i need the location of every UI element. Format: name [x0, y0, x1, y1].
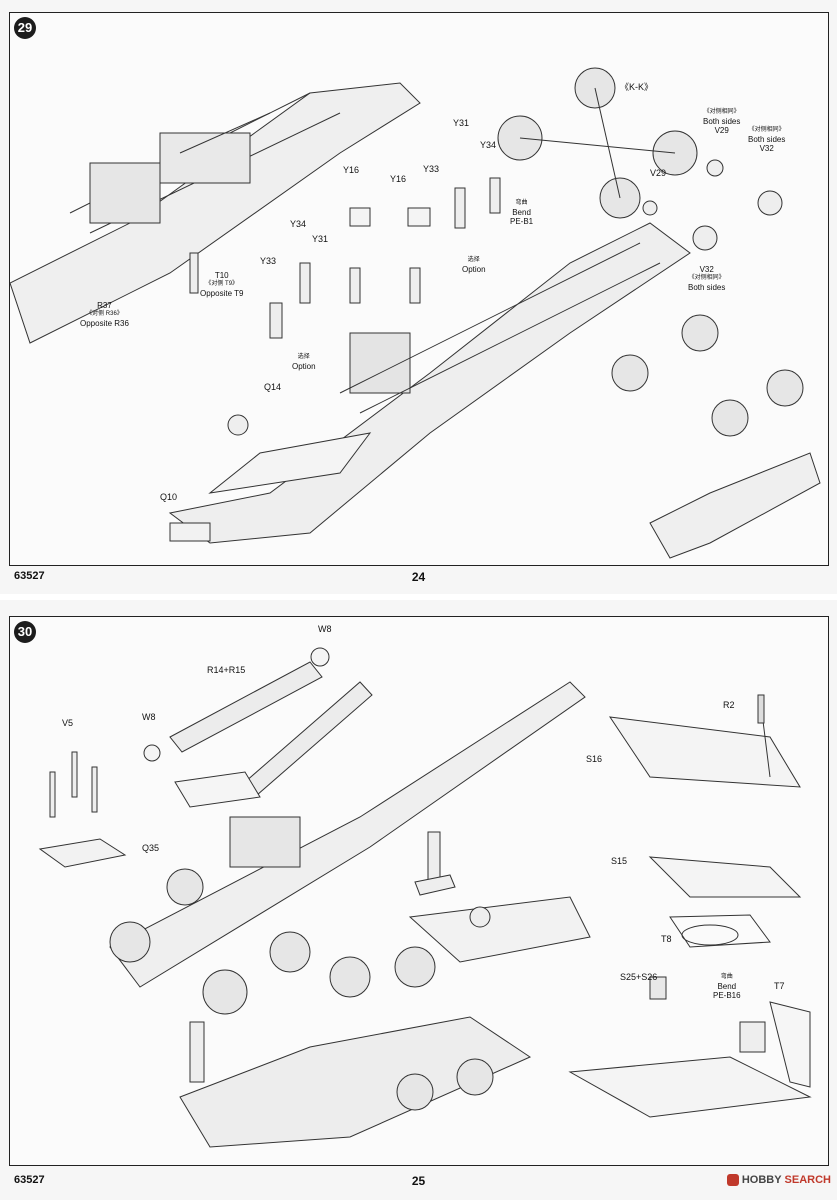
label-both-sides-v32: 《对侧相同》 Both sides V32: [748, 126, 785, 153]
label-v5: V5: [62, 718, 74, 728]
hobby-search-logo-icon: [726, 1174, 739, 1186]
label-bend: Bend: [512, 208, 531, 217]
label-v32-lower-group: V32 《对侧相同》 Both sides: [688, 265, 725, 292]
step-frame: 30: [9, 616, 829, 1166]
label-bend: Bend: [717, 982, 737, 991]
label-t8: T8: [661, 934, 672, 944]
label-option-left-cn: 选择: [297, 354, 310, 360]
label-y31: Y31: [453, 118, 470, 128]
label-y33-top: Y33: [423, 164, 440, 174]
label-s16: S16: [586, 754, 603, 764]
label-t10-opposite: Opposite T9: [200, 289, 244, 298]
label-y34: Y34: [480, 140, 497, 150]
label-bend-pe-b16-group: 弯曲 Bend PE-B16: [713, 973, 741, 1000]
label-v32-lower: V32: [699, 265, 714, 274]
hobby-search-watermark: HOBBY SEARCH: [726, 1174, 831, 1186]
label-r14-r15: R14+R15: [207, 665, 246, 675]
label-both-sides-v32-text: Both sides: [748, 135, 786, 144]
label-y31-lower: Y31: [312, 234, 329, 244]
label-bend-pe-b1-group: 弯曲 Bend PE-B1: [510, 199, 533, 226]
instruction-page-25: 30: [0, 600, 837, 1200]
label-t7: T7: [774, 981, 785, 991]
watermark-brand-dark: HOBBY: [741, 1174, 782, 1186]
label-r37-opposite: Opposite R36: [80, 319, 129, 328]
label-y34-lower: Y34: [290, 219, 307, 229]
label-bend-cn: 弯曲: [720, 974, 733, 980]
label-v32-top: V32: [759, 144, 774, 153]
label-bend-cn: 弯曲: [515, 200, 528, 206]
label-both-sides-lower: Both sides: [688, 283, 726, 292]
label-y33-lower: Y33: [260, 256, 277, 266]
label-r37-group: R37 《对侧 R36》 Opposite R36: [80, 301, 129, 328]
label-s15: S15: [611, 856, 628, 866]
label-both-sides-v29-cn: 《对侧相同》: [703, 109, 740, 115]
label-pe-b16: PE-B16: [713, 991, 741, 1000]
label-v29-top: V29: [714, 126, 729, 135]
page-number: 25: [411, 1174, 426, 1188]
label-option-right: Option: [462, 265, 486, 274]
label-option-right-cn: 选择: [467, 257, 480, 263]
label-q10: Q10: [160, 492, 178, 502]
kit-number: 63527: [14, 570, 45, 582]
step-number-badge: 29: [14, 17, 36, 39]
label-pe-b1: PE-B1: [510, 217, 534, 226]
instruction-page-24: 29: [0, 0, 837, 594]
kit-number: 63527: [14, 1174, 45, 1186]
label-r37-cn: 《对侧 R36》: [86, 311, 123, 317]
label-y16-left: Y16: [343, 165, 360, 175]
watermark-brand-light: SEARCH: [784, 1174, 831, 1186]
label-option-left-group: 选择 Option: [292, 353, 316, 371]
label-r2: R2: [723, 700, 735, 710]
page-divider: [0, 594, 837, 600]
label-q35: Q35: [142, 843, 160, 853]
label-w8-top: W8: [318, 624, 332, 634]
step-frame: 29: [9, 12, 829, 566]
label-t10: T10: [214, 271, 229, 280]
label-t10-group: T10 《对侧 T9》 Opposite T9: [200, 271, 243, 298]
step-number-badge: 30: [14, 621, 36, 643]
label-t10-cn: 《对侧 T9》: [205, 281, 239, 287]
label-both-sides-v29-text: Both sides: [703, 117, 741, 126]
label-v29-lower: V29: [650, 168, 667, 178]
label-both-sides-v32-cn: 《对侧相同》: [748, 127, 785, 133]
label-both-sides-lower-cn: 《对侧相同》: [688, 275, 725, 281]
label-r37: R37: [97, 301, 112, 310]
label-s25-s26: S25+S26: [620, 972, 658, 982]
page-number: 24: [411, 570, 426, 584]
label-option-right-group: 选择 Option: [462, 256, 486, 274]
chassis-assembly-drawing: [10, 67, 821, 559]
chassis-assembly-drawing: [38, 647, 812, 1148]
label-both-sides-v29: 《对侧相同》 Both sides V29: [703, 108, 740, 135]
label-y16-right: Y16: [390, 174, 407, 184]
label-option-left: Option: [292, 362, 316, 371]
label-kk-view: 《K-K》: [620, 82, 654, 92]
label-w8-left: W8: [142, 712, 156, 722]
label-q14: Q14: [264, 382, 282, 392]
